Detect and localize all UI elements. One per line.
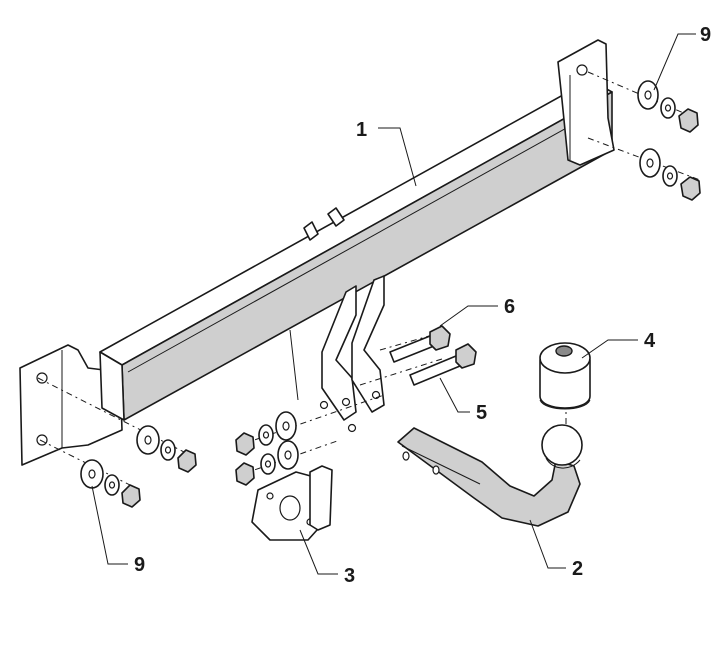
callout-3: 3 [344, 565, 355, 587]
ball-cover-cap [539, 342, 591, 410]
tow-ball-neck [397, 424, 583, 527]
callout-labels: 1 2 3 4 5 6 9 9 [134, 24, 711, 587]
callout-1: 1 [356, 119, 367, 141]
socket-mounting-plate [251, 465, 333, 541]
bolts [389, 325, 477, 386]
callout-4: 4 [644, 330, 656, 352]
leader-lines [91, 33, 696, 575]
callout-9-right: 9 [700, 24, 711, 46]
callout-5: 5 [476, 402, 487, 424]
center-fasteners [235, 411, 299, 486]
cross-beam [19, 39, 615, 466]
right-beam-fasteners [637, 80, 701, 201]
callout-2: 2 [572, 558, 583, 580]
callout-9-left: 9 [134, 554, 145, 576]
left-beam-fasteners [80, 425, 197, 508]
callout-6: 6 [504, 296, 515, 318]
